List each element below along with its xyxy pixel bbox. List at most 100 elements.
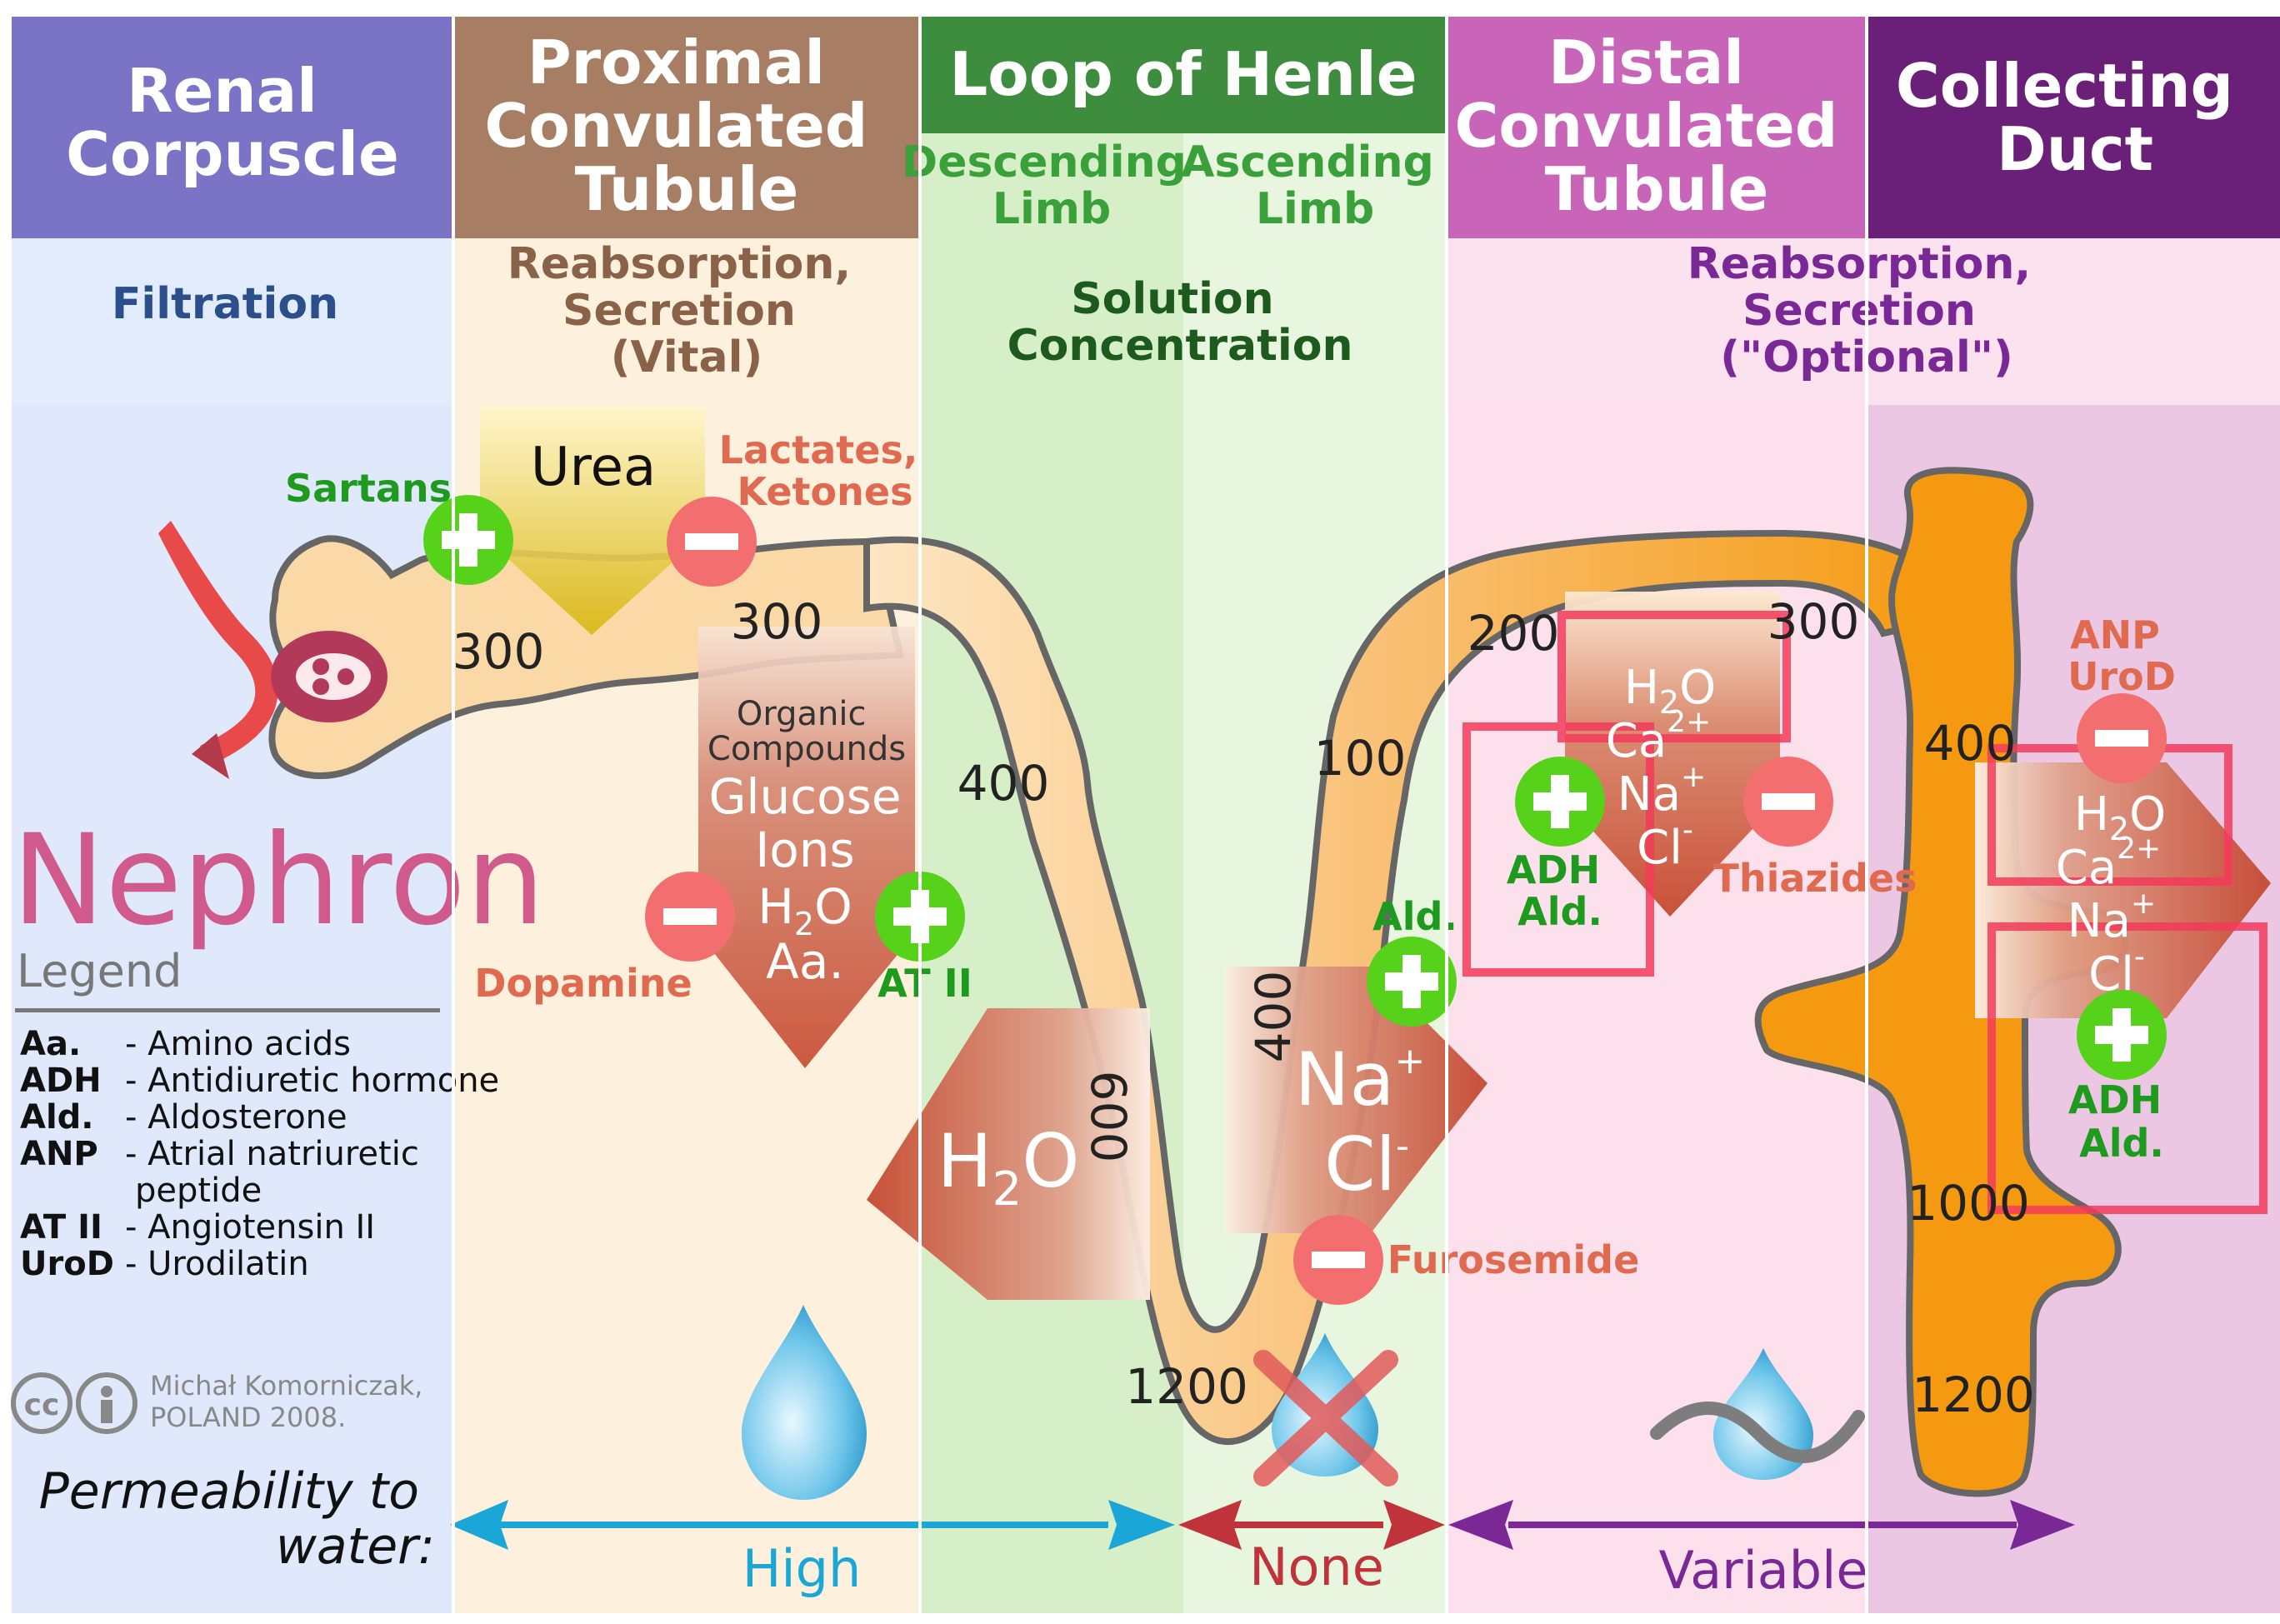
urea-label: Urea [531,437,656,498]
legend-def-6: - Angiotensin II [125,1208,375,1247]
dct-cl-label: Cl- [1637,813,1693,875]
header-collecting-duct: Collecting Duct [1896,51,2254,184]
ald-label: Ald. [1372,894,1458,939]
glomerulus-core [296,653,371,700]
cd-right-arrow [1975,762,2271,1018]
function-proximal: Reabsorption, Secretion (Vital) [508,239,866,382]
nephron-title: Nephron [12,808,545,953]
dopamine-label: Dopamine [474,961,692,1006]
legend-divider [15,1008,440,1012]
organic-arrow [698,627,915,1068]
minus-icon [1743,757,1833,847]
license-icon: cc [11,1372,72,1434]
legend-abbr-1: Aa. [20,1025,81,1063]
minus-icon [645,872,735,962]
descending-water-label: H2O [937,1118,1079,1217]
urea-arrow [480,407,705,635]
dct-adh-ald-label: ADH Ald. [1507,847,1613,934]
cd-ca-label: Ca2+ [2056,832,2162,895]
minus-icon [2077,693,2167,783]
legend-abbr-3: Ald. [20,1098,94,1137]
minus-icon [667,497,757,587]
furosemide-label: Furosemide [1388,1237,1640,1282]
osm-bottom-1200: 1200 [1125,1358,1248,1415]
legend-def-7: - Urodilatin [125,1245,309,1283]
dct-ca-label: Ca2+ [1606,705,1712,768]
water-left-arrow [867,1008,1150,1300]
dct-arrow [1565,592,1780,917]
osm-proximal-300: 300 [731,593,823,650]
tilde-icon [1650,1402,1865,1463]
legend-abbr-6: AT II [20,1208,102,1247]
permeability-arrows: High None Variable [450,1500,2075,1601]
highlight-dct-bottom [1462,722,1654,977]
header-proximal-bg [453,17,920,238]
substance-labels: Urea Organic Compounds Glucose Ions H2O … [531,437,2166,1217]
legend-def-1: - Amino acids [125,1025,351,1063]
header-loop-bg [920,17,1447,133]
header-renal-bg [12,17,453,238]
thiazides-label: Thiazides [1713,856,1918,901]
osm-descending-400: 400 [958,755,1050,812]
highlight-dct-top [1558,611,1791,742]
ions-label: Ions [755,822,855,878]
osm-dct-200: 200 [1468,605,1560,662]
osm-cd-1200: 1200 [1912,1367,2035,1423]
osmolarity-labels: 300 300 400 600 1200 400 100 200 300 400… [452,593,2035,1423]
lactates-ketones-label: Lactates, Ketones [719,427,932,514]
cross-icon [1253,1350,1398,1487]
sartans-label: Sartans [285,466,452,511]
water-drop-icon [742,1305,867,1500]
header-renal-corpuscle: Renal Corpuscle [66,56,399,189]
osm-ascending-400: 400 [1245,971,1302,1063]
plus-icon [2077,990,2167,1080]
legend-heading: Legend [17,945,182,997]
plus-icon [1515,757,1605,847]
legend-abbr-7: UroD [20,1245,114,1283]
header-loop-of-henle: Loop of Henle [949,39,1417,109]
osm-ascending-100: 100 [1314,730,1407,787]
header-descending-limb: Descending Limb [902,137,1202,234]
legend-def-2: - Antidiuretic hormone [125,1062,499,1100]
function-row: Filtration Reabsorption, Secretion (Vita… [112,239,2031,382]
arrow-variable [1448,1500,2075,1550]
permeability-label: Permeability to water: [39,1462,435,1576]
dct-water-label: H2O [1624,661,1716,721]
fn-band-distal [1447,238,2280,405]
glucose-label: Glucose [708,768,901,825]
legend-abbr-2: ADH [20,1062,102,1100]
osm-cd-1000: 1000 [1907,1175,2030,1232]
header-distal: Distal Convulated Tubule [1455,27,1859,224]
column-separators [452,17,1868,1613]
proximal-water-label: H2O [758,878,852,942]
svg-text:cc: cc [24,1388,60,1422]
afferent-arrow [158,521,278,762]
efferent-arrow-head [192,733,229,779]
osm-descending-600: 600 [1080,1071,1137,1163]
osm-cd-400: 400 [1924,715,2017,772]
organic-compounds-label: Organic Compounds [708,695,906,768]
water-drops [742,1305,1865,1500]
arrow-none [1178,1500,1445,1550]
legend-def-5: peptide [135,1172,262,1210]
cd-adh-ald-label: ADH Ald. [2068,1077,2175,1166]
drug-markers: Sartans Lactates, Ketones Dopamine AT II [285,427,2176,1305]
plus-icon [1367,937,1457,1027]
dct-na-label: Na+ [1618,760,1706,822]
header-row: Renal Corpuscle Proximal Convulated Tubu… [12,17,2280,238]
function-filtration: Filtration [112,279,338,329]
attribution-icon [76,1372,138,1434]
header-ascending-limb: Ascending Limb [1181,137,1449,234]
arrow-high [450,1500,1175,1550]
transport-arrows [480,407,2271,1300]
function-loop: Solution Concentration [1007,274,1352,371]
credit-text: Michał Komorniczak, POLAND 2008. [150,1370,432,1433]
header-collecting-bg [1867,17,2280,238]
legend-panel: Nephron Legend Aa. - Amino acids ADH - A… [11,808,545,1576]
cd-na-label: Na+ [2068,887,2156,948]
permeability-variable: Variable [1658,1540,1868,1601]
anp-urod-label: ANP UroD [2068,612,2176,699]
highlight-cd-bottom [1988,922,2268,1214]
nacl-right-arrow [1225,967,1488,1233]
